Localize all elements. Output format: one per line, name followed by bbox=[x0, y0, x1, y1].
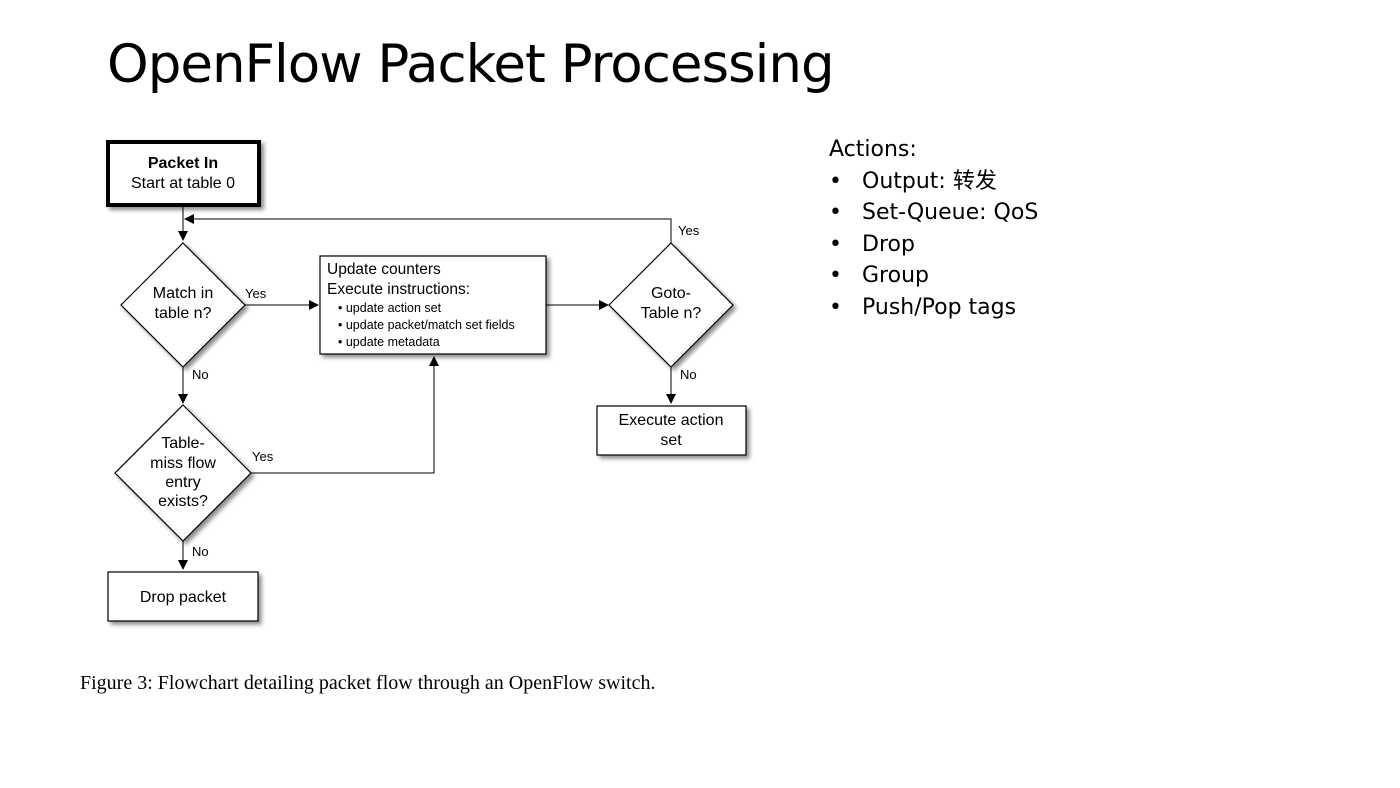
packet-in-box: Packet In Start at table 0 bbox=[106, 140, 261, 207]
update-line-1: Update counters bbox=[327, 261, 441, 278]
update-counters-box: Update counters Execute instructions: • … bbox=[319, 255, 547, 355]
action-item: • Group bbox=[829, 260, 1038, 292]
no-label-match: No bbox=[192, 367, 209, 382]
actions-list: • Output: 转发 • Set-Queue: QoS • Drop • Group… bbox=[829, 166, 1038, 324]
arrow-miss-to-update bbox=[250, 356, 439, 474]
no-label-goto: No bbox=[680, 367, 697, 382]
actions-heading: Actions: bbox=[829, 137, 917, 162]
drop-packet-label: Drop packet bbox=[140, 589, 227, 606]
arrow-goto-loop-back bbox=[184, 214, 672, 243]
action-item-label: Set-Queue: QoS bbox=[862, 200, 1039, 225]
bullet: • bbox=[829, 294, 842, 320]
action-item: • Push/Pop tags bbox=[829, 292, 1038, 324]
action-item: • Drop bbox=[829, 229, 1038, 261]
packet-in-subtitle: Start at table 0 bbox=[131, 175, 235, 192]
yes-label-match: Yes bbox=[245, 286, 267, 301]
action-item: • Set-Queue: QoS bbox=[829, 197, 1038, 229]
table-miss-decision: Table- miss flow entry exists? bbox=[114, 404, 252, 542]
match-decision: Match in table n? bbox=[120, 242, 246, 368]
action-item-label: Drop bbox=[862, 231, 915, 257]
action-item-label: Push/Pop tags bbox=[862, 294, 1017, 320]
figure-caption: Figure 3: Flowchart detailing packet flo… bbox=[80, 672, 656, 694]
goto-line-1: Goto- bbox=[651, 285, 691, 302]
bullet: • bbox=[829, 231, 842, 257]
goto-line-2: Table n? bbox=[641, 305, 702, 322]
miss-line-3: entry bbox=[165, 474, 201, 491]
drop-packet-box: Drop packet bbox=[107, 571, 259, 622]
goto-table-decision: Goto- Table n? bbox=[608, 242, 734, 368]
match-line-2: table n? bbox=[155, 305, 212, 322]
connectors bbox=[178, 207, 676, 570]
bullet: • bbox=[829, 263, 842, 288]
miss-line-1: Table- bbox=[161, 435, 205, 452]
miss-line-2: miss flow bbox=[150, 455, 216, 472]
execute-line-1: Execute action bbox=[619, 412, 724, 429]
action-item-label: Group bbox=[862, 263, 929, 288]
actions-panel: Actions: • Output: 转发 • Set-Queue: QoS • Dr… bbox=[829, 134, 1038, 323]
openflow-flowchart: Packet In Start at table 0 Match in tabl… bbox=[106, 140, 747, 622]
miss-line-4: exists? bbox=[158, 493, 208, 510]
action-item-label: Output: 转发 bbox=[862, 168, 997, 194]
no-label-miss: No bbox=[192, 544, 209, 559]
match-line-1: Match in bbox=[153, 285, 213, 302]
update-bullet-2: • update packet/match set fields bbox=[338, 318, 515, 332]
update-bullet-3: • update metadata bbox=[338, 335, 440, 349]
execute-line-2: set bbox=[660, 432, 682, 449]
execute-action-set-box: Execute action set bbox=[596, 405, 747, 456]
packet-in-title: Packet In bbox=[148, 155, 218, 172]
bullet: • bbox=[829, 200, 842, 225]
update-bullet-1: • update action set bbox=[338, 301, 442, 315]
action-item: • Output: 转发 bbox=[829, 166, 1038, 198]
yes-label-goto: Yes bbox=[678, 223, 700, 238]
slide-title: OpenFlow Packet Processing bbox=[107, 34, 835, 95]
yes-label-miss: Yes bbox=[252, 449, 274, 464]
update-line-2: Execute instructions: bbox=[327, 281, 470, 298]
bullet: • bbox=[829, 168, 842, 194]
